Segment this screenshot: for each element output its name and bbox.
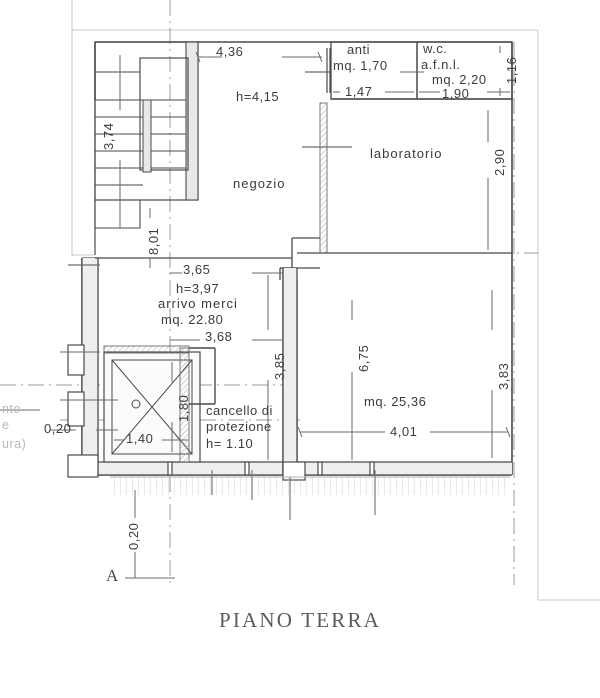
dim-arrivo-top: 3,65 (183, 262, 211, 277)
label-cancello-line2: protezione (206, 419, 272, 434)
dim-stair-width: 3,74 (101, 122, 116, 150)
anti-wc-block (326, 41, 513, 100)
clipped-text-1: nto (2, 402, 21, 416)
dim-deposito-bottom: 4,01 (390, 424, 418, 439)
dim-wc-height: 1,16 (504, 56, 519, 84)
dim-deposito-right: 3,83 (496, 362, 511, 390)
room-label-arrivo-merci: arrivo merci (158, 296, 238, 311)
section-marker-a: A (106, 566, 119, 585)
label-negozio-height: h=4,15 (236, 89, 280, 104)
area-anti: mq. 1,70 (333, 58, 388, 73)
dim-laboratorio-height: 2,90 (492, 148, 507, 176)
ground-hatching (110, 476, 510, 495)
dim-arrivo-bottom: 3,68 (205, 329, 233, 344)
area-arrivo-merci: mq. 22.80 (161, 312, 224, 327)
room-label-laboratorio: laboratorio (370, 146, 443, 161)
label-cancello-line1: cancello di (206, 403, 273, 418)
context-lines (71, 0, 600, 601)
dim-deposito-left: 6,75 (356, 344, 371, 372)
area-deposito: mq. 25,36 (364, 394, 427, 409)
lift-shaft (103, 345, 216, 463)
area-wc: mq. 2,20 (432, 72, 487, 87)
dim-anti-width: 1,47 (345, 84, 373, 99)
room-label-anti: anti (347, 42, 370, 57)
dim-arrivo-right: 3,85 (272, 352, 287, 380)
wall-fills (82, 258, 512, 475)
dim-negozio-top: 4,36 (216, 44, 244, 59)
dim-wall-thickness: 0,20 (44, 421, 72, 436)
clipped-text-3: ura) (2, 437, 27, 451)
dim-wc-width: 1,90 (442, 86, 470, 101)
page-title: PIANO TERRA (218, 608, 382, 632)
dim-lift-height: 1,80 (176, 394, 191, 422)
interior-partitions (95, 102, 512, 475)
room-label-negozio: negozio (233, 176, 286, 191)
label-arrivo-height: h=3,97 (176, 281, 220, 296)
label-cancello-line3: h= 1.10 (206, 436, 254, 451)
clipped-text-2: e (2, 418, 10, 432)
dim-offset-bottom: 0,20 (126, 522, 141, 550)
dim-lift-width: 1,40 (126, 431, 154, 446)
dim-stair-run: 8,01 (146, 227, 161, 255)
room-label-wc-sub: a.f.n.l. (421, 57, 461, 72)
room-label-wc: w.c. (423, 41, 448, 56)
dimension-lines (0, 46, 511, 579)
staircase (94, 41, 199, 229)
